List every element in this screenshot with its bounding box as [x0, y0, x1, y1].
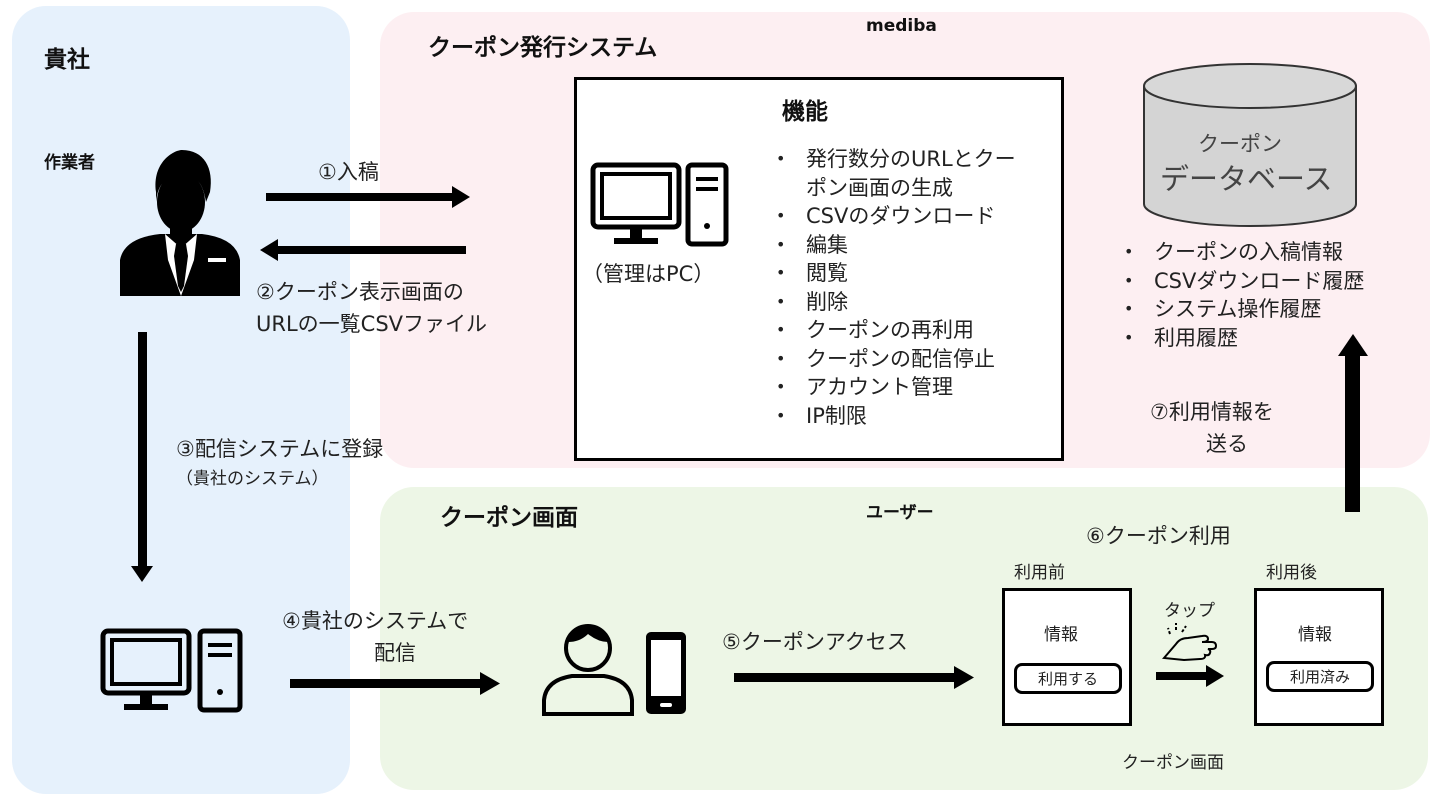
feature-item: 発行数分のURLとクー [772, 145, 1016, 174]
database-cylinder-icon [1143, 63, 1357, 227]
smartphone-icon [646, 632, 686, 714]
coupon-system-title: クーポン発行システム [428, 35, 658, 61]
step1-label: ①入稿 [318, 160, 379, 184]
feature-item: クーポンの配信停止 [772, 345, 1016, 374]
step5-arrow-line [734, 673, 956, 682]
feature-item: CSVのダウンロード [772, 202, 1016, 231]
coupon-screen-caption: クーポン画面 [1122, 753, 1224, 773]
use-coupon-button[interactable]: 利用する [1014, 663, 1122, 694]
database-label-line2: データベース [1160, 162, 1333, 196]
admin-pc-icon [590, 162, 729, 247]
used-coupon-button: 利用済み [1266, 661, 1374, 692]
step3-arrow-head [131, 566, 153, 582]
step2-label-line2: URLの一覧CSVファイル [256, 312, 488, 336]
after-use-screen [1254, 588, 1384, 726]
coupon-screen-title: クーポン画面 [440, 505, 578, 531]
feature-item: アカウント管理 [772, 373, 1016, 402]
feature-item-continuation: ポン画面の生成 [806, 175, 953, 200]
step3-label-line2: （貴社のシステム） [176, 469, 329, 489]
step7-arrow-head [1338, 334, 1368, 356]
step5-arrow-head [954, 666, 974, 689]
feature-item: クーポンの再利用 [772, 316, 1016, 345]
step3-label-line1: ③配信システムに登録 [176, 437, 384, 461]
database-item: CSVダウンロード履歴 [1120, 267, 1364, 296]
step4-label-line2: 配信 [374, 641, 416, 665]
database-item: システム操作履歴 [1120, 295, 1364, 324]
database-item: 利用履歴 [1120, 324, 1364, 353]
admin-pc-label: （管理はPC） [582, 262, 715, 286]
user-icon [542, 624, 634, 716]
feature-item: 編集 [772, 231, 1016, 260]
database-label-line1: クーポン [1198, 132, 1282, 156]
step6-label: ⑥クーポン利用 [1086, 524, 1231, 548]
mediba-label: mediba [866, 16, 937, 36]
company-title: 貴社 [44, 47, 90, 73]
step7-label-line1: ⑦利用情報を [1150, 400, 1274, 424]
before-use-info: 情報 [1044, 625, 1078, 645]
company-pc-icon [100, 628, 243, 713]
step1-arrow-line [266, 193, 454, 201]
features-title: 機能 [782, 99, 828, 125]
feature-item: IP制限 [772, 402, 1016, 431]
user-owner-label: ユーザー [866, 503, 934, 523]
step5-label: ⑤クーポンアクセス [722, 630, 908, 654]
tap-arrow-head [1206, 665, 1224, 687]
coupon-screen-region [380, 487, 1428, 790]
step7-label-line2: 送る [1206, 432, 1248, 456]
step7-arrow-line [1345, 354, 1360, 512]
step4-arrow-line [290, 679, 482, 688]
tap-arrow-line [1156, 672, 1208, 680]
step3-arrow-line [138, 332, 147, 568]
before-use-label: 利用前 [1014, 563, 1065, 583]
database-item: クーポンの入稿情報 [1120, 238, 1364, 267]
feature-item: 閲覧 [772, 259, 1016, 288]
step4-arrow-head [480, 672, 500, 695]
tap-label: タップ [1164, 601, 1215, 621]
tap-hand-icon [1161, 623, 1218, 662]
before-use-screen [1002, 588, 1132, 726]
after-use-label: 利用後 [1266, 563, 1317, 583]
step2-label-line1: ②クーポン表示画面の [256, 280, 464, 304]
after-use-info: 情報 [1298, 625, 1332, 645]
worker-icon [120, 150, 240, 296]
step2-arrow-line [278, 246, 466, 254]
features-list: 発行数分のURLとクー ポン画面の生成 CSVのダウンロード 編集 閲覧 削除 … [772, 145, 1016, 430]
feature-item: 削除 [772, 288, 1016, 317]
step4-label-line1: ④貴社のシステムで [282, 609, 469, 633]
step2-arrow-head [260, 239, 278, 261]
worker-label: 作業者 [44, 153, 95, 173]
step1-arrow-head [452, 186, 470, 208]
database-items-list: クーポンの入稿情報 CSVダウンロード履歴 システム操作履歴 利用履歴 [1120, 238, 1364, 352]
